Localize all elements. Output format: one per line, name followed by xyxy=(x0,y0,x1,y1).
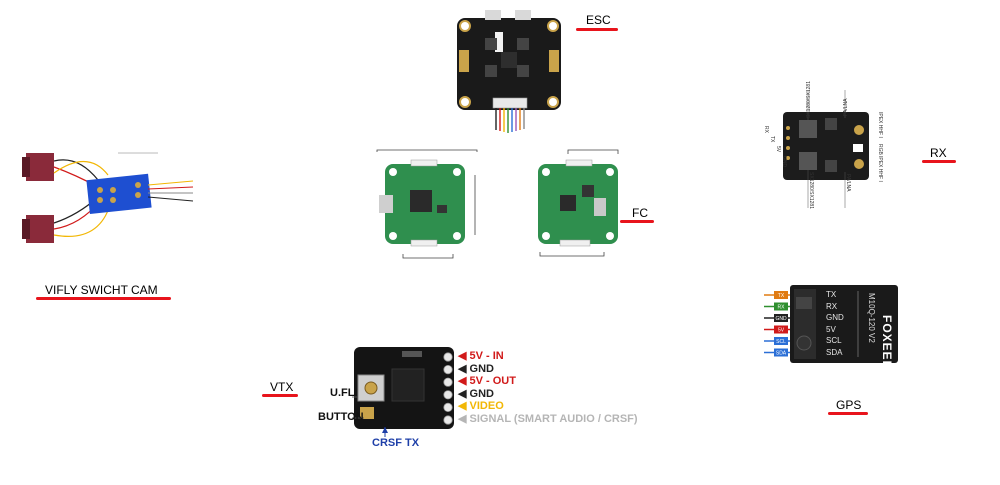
fc-underline xyxy=(620,220,654,223)
rx-pin-5v: 5V xyxy=(775,146,781,153)
gps-pin-5v: 5V xyxy=(826,324,836,334)
gps-wires: TX RX GND 5V SCL SDA xyxy=(764,291,792,357)
gps-pin-tx: TX xyxy=(826,290,837,299)
vtx-pad-3 xyxy=(443,390,453,400)
gps-module: TX RX GND 5V SCL SDA TX RX GND 5V SCL SDA FOX… xyxy=(760,285,900,370)
cam-underline xyxy=(36,297,171,300)
esc-board-graphic xyxy=(457,10,561,133)
gps-wire-tag-1 xyxy=(774,302,788,311)
vtx-pads xyxy=(443,352,453,425)
gps-wire-tag-label-5: SDA xyxy=(776,351,787,357)
vtx-underline xyxy=(262,394,298,397)
vtx-pin-label-4: ◀ VIDEO xyxy=(458,400,504,413)
gps-pin-list: TX RX GND 5V SCL SDA xyxy=(826,289,860,358)
rx-chip-label-2: PA/LNA xyxy=(843,98,849,116)
gps-model: M10Q-120 V2 xyxy=(867,293,876,343)
rx-pin-tx: TX xyxy=(769,136,775,143)
vtx-pad-0 xyxy=(443,352,453,362)
rx-chip-label-4: SX1280/SX1281 xyxy=(808,172,814,209)
esc-underline xyxy=(576,28,618,31)
vtx-module-graphic xyxy=(352,347,454,437)
gps-wire-tag-label-1: RX xyxy=(778,305,786,311)
gps-wire-tag-3 xyxy=(774,325,788,334)
switch-cam-diagram xyxy=(18,135,198,255)
gps-wire-tag-2 xyxy=(774,314,788,322)
rx-rgb-label: RGB xyxy=(877,144,883,156)
vtx-crsf-label: CRSF TX xyxy=(372,437,420,449)
vtx-pin-label-0: ◀ 5V - IN xyxy=(458,350,504,362)
vtx-pad-4 xyxy=(443,402,453,413)
gps-pin-sda: SDA xyxy=(826,347,843,357)
fc-board-bottom xyxy=(530,149,630,260)
gps-wire-tag-label-3: 5V xyxy=(778,328,785,334)
gps-label: GPS xyxy=(836,398,862,412)
gps-module-graphic: TX RX GND 5V SCL SDA xyxy=(764,285,898,363)
rx-chip-label-3: PA/LNA xyxy=(845,174,851,192)
esc-wires xyxy=(495,108,525,133)
fc-board-top-graphic xyxy=(376,149,478,259)
fc-label: FC xyxy=(632,206,648,220)
vtx-pad-2 xyxy=(443,377,453,387)
rx-chip-label-1: SX1280/SX1281 xyxy=(806,81,812,118)
rx-pin-gnd: GND xyxy=(781,156,787,168)
rx-ipex-label-2: IPEX HHF I xyxy=(877,156,883,182)
rx-board: SX1280/SX1281 PA/LNA PA/LNA SX1280/SX128… xyxy=(755,68,895,233)
vtx-pin-label-3: ◀ GND xyxy=(458,387,494,400)
gps-wire-tag-4 xyxy=(774,337,788,345)
rx-board-graphic: SX1280/SX1281 PA/LNA PA/LNA SX1280/SX128… xyxy=(763,81,883,209)
vtx-button-label: BUTTON xyxy=(318,411,364,423)
vtx-label: VTX xyxy=(270,380,294,394)
gps-pin-gnd: GND xyxy=(826,313,844,322)
rx-pin-rx: RX xyxy=(763,126,769,134)
gps-wire-tag-label-2: GND xyxy=(775,316,787,322)
vtx-pin-label-2: ◀ 5V - OUT xyxy=(458,375,516,388)
gps-pin-scl: SCL xyxy=(826,336,842,345)
gps-wire-tag-5 xyxy=(774,348,788,357)
vtx-pin-label-1: ◀ GND xyxy=(458,362,494,375)
fc-board-top xyxy=(375,149,480,260)
gps-brand: FOXEER xyxy=(880,315,894,371)
rx-ipex-label-1: IPEX HHF I xyxy=(877,112,883,138)
esc-board xyxy=(455,10,565,145)
vtx-pad-1 xyxy=(443,365,453,375)
gps-pin-rx: RX xyxy=(826,301,838,311)
vtx-ufl-label: U.FL xyxy=(330,387,355,399)
cam-label: VIFLY SWICHT CAM xyxy=(45,283,158,297)
gps-wire-tag-0 xyxy=(774,291,788,299)
gps-wire-tag-label-0: TX xyxy=(778,293,785,299)
switch-cam-graphic xyxy=(22,152,194,243)
vtx-pad-5 xyxy=(443,415,453,425)
esc-label: ESC xyxy=(586,13,611,27)
fc-board-bottom-graphic xyxy=(538,149,619,257)
gps-wire-tag-label-4: SCL xyxy=(776,339,786,345)
vtx-module: ◀ 5V - IN◀ GND◀ 5V - OUT◀ GND◀ VIDEO◀ SI… xyxy=(318,345,638,455)
rx-underline xyxy=(922,160,956,163)
vtx-pin-label-5: ◀ SIGNAL (SMART AUDIO / CRSF) xyxy=(458,413,638,425)
rx-label: RX xyxy=(930,146,947,160)
gps-underline xyxy=(828,412,868,415)
